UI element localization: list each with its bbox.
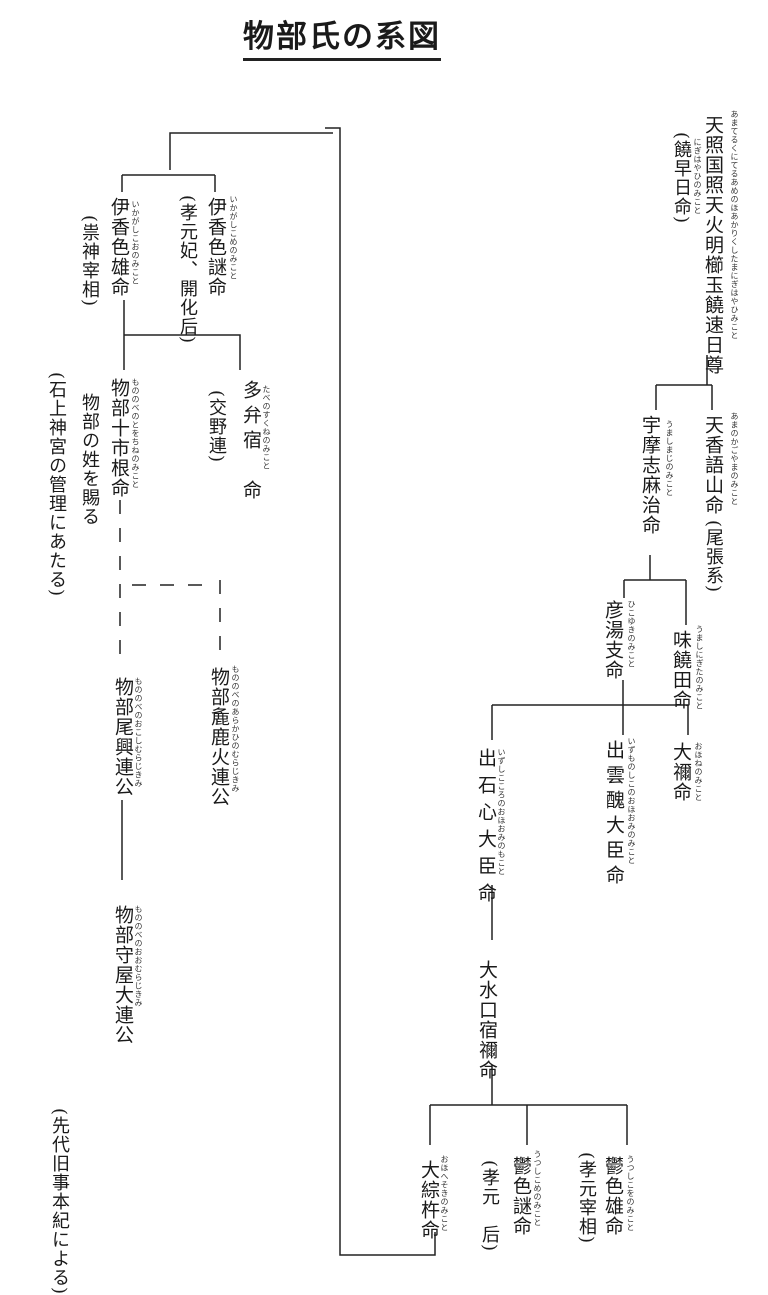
reading-okoshi: もののべのおこしむらじきみ xyxy=(134,677,143,788)
node-ikagashikoo: 伊香色雄命 xyxy=(108,197,130,297)
node-amanokagoyama: 天香語山命 xyxy=(702,415,724,515)
note-amanokagoyama: (尾張系) xyxy=(703,520,724,594)
node-ominakuchi: 大水口宿禰命 xyxy=(476,960,498,1080)
node-amateru: 天照国照天火明櫛玉饒速日尊 xyxy=(702,115,724,375)
page-title: 物部氏の系図 xyxy=(243,18,441,61)
note-tochine-surname: 物部の姓を賜る xyxy=(79,393,100,526)
note-tabenosukune: (交野連) xyxy=(206,390,227,464)
reading-tochine: もののべのとをちねのみこと xyxy=(131,378,140,489)
node-moriya: 物部守屋大連公 xyxy=(112,905,134,1045)
reading-ohesoki: おほへそきのみこと xyxy=(440,1155,449,1232)
node-izumoshiko: 出雲醜大臣命 xyxy=(603,740,625,890)
node-izushikokoro: 出石心大臣命 xyxy=(475,748,497,910)
reading-ikagashikoo: いかがしこおのみこと xyxy=(131,200,140,285)
reading-amanokagoyama: あまのかごやまのみこと xyxy=(730,412,739,506)
node-arakahi: 物部麁鹿火連公 xyxy=(208,667,230,807)
line-hikoyuki-children xyxy=(491,680,689,740)
line-ominakuchi-children xyxy=(429,1065,628,1145)
note-tochine-isonokami: (石上神宮の管理にあたる) xyxy=(46,372,67,598)
reading-izumoshiko: いずものしこのおほおみのみこと xyxy=(627,737,636,865)
node-tochine: 物部十市根命 xyxy=(108,378,130,498)
reading-ikagashikome: いかがしこめのみこと xyxy=(229,195,238,280)
reading-izushikokoro: いずしこころのおほおみのもこと xyxy=(497,748,506,876)
node-utsushikoo: 鬱色雄命 xyxy=(602,1156,624,1236)
line-umashimaji-children xyxy=(623,555,687,625)
line-amateru-children xyxy=(655,355,713,410)
note-ikagashikoo: (祟神宰相) xyxy=(79,215,100,308)
node-okoshi: 物部尾興連公 xyxy=(112,677,134,797)
reading-arakahi: もののべのあらかひのむらじきみ xyxy=(231,665,240,793)
node-umashimaji: 宇摩志麻治命 xyxy=(639,415,661,535)
reading-umashinigita: うましにぎたのみこと xyxy=(695,625,704,710)
reading-umashimaji: うましまじのみこと xyxy=(665,420,674,497)
node-utsushikome: 鬱色謎命 xyxy=(510,1156,532,1236)
note-ikagashikome: (孝元妃、開化后) xyxy=(177,195,198,345)
line-dashed xyxy=(119,500,221,655)
line-ohesoki-link xyxy=(169,127,436,1256)
reading-ohone: おほねのみこと xyxy=(694,742,703,802)
source-note: (先代旧事本紀による) xyxy=(49,1108,70,1295)
node-ohesoki: 大綜杵命 xyxy=(418,1160,440,1240)
node-ikagashikome: 伊香色謎命 xyxy=(205,197,227,297)
reading-amateru: あまてるくにてるあめのほあかりくしたまにぎはやひみこと xyxy=(730,110,739,340)
note-utsushikoo: (孝元宰相) xyxy=(576,1152,597,1245)
alias-amateru: (饒早日命) xyxy=(671,132,692,225)
node-ohone: 大禰命 xyxy=(670,742,692,802)
reading-utsushikoo: うつしこをのみこと xyxy=(626,1155,635,1232)
reading-tabenosukune: たべのすくねのみこと xyxy=(262,385,271,470)
node-tabenosukune: 多弁宿 命 xyxy=(240,380,262,505)
node-hikoyuki: 彦湯支命 xyxy=(602,600,624,680)
reading-moriya: もののべのおおむらじきみ xyxy=(134,905,143,1007)
reading-hikoyuki: ひこゆきのみこと xyxy=(627,600,636,668)
reading-alias-amateru: にぎはやひのみこと xyxy=(693,138,702,215)
line-ika-siblings xyxy=(121,174,216,192)
note-utsushikome: (孝元 后) xyxy=(479,1160,500,1253)
line-ikagashikoo-children xyxy=(123,300,241,370)
node-umashinigita: 味饒田命 xyxy=(670,630,692,710)
reading-utsushikome: うつしこめのみこと xyxy=(533,1150,542,1227)
